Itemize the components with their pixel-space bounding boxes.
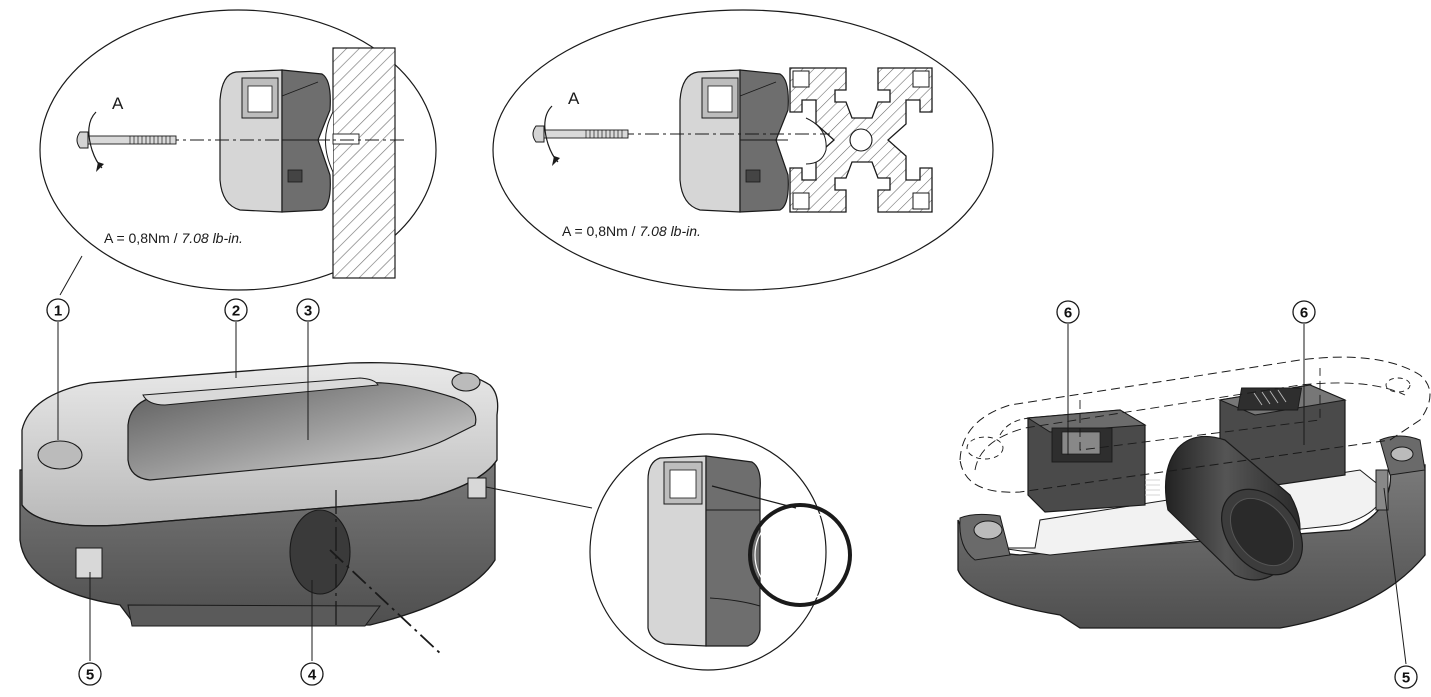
callout-4: 4 <box>300 662 324 686</box>
callout-1: 1 <box>46 298 70 322</box>
detail-wall-mount: A A = 0,8Nm / 7.08 lb-in. <box>39 9 437 296</box>
svg-text:6: 6 <box>1300 305 1308 322</box>
leader-to-cable-detail <box>485 486 593 509</box>
callout-5-left: 5 <box>78 662 102 686</box>
mounting-hole-left <box>37 440 83 470</box>
svg-text:2: 2 <box>232 303 240 320</box>
label-plate <box>142 377 379 406</box>
device-closed <box>19 362 593 656</box>
svg-text:1: 1 <box>54 303 62 320</box>
mounting-hole-right <box>451 372 481 392</box>
rotation-label-left: A <box>112 94 124 113</box>
callout-leaders <box>57 322 1407 665</box>
svg-text:6: 6 <box>1064 305 1072 322</box>
rj-connector-left <box>1026 409 1160 513</box>
open-lower-tray <box>957 464 1426 629</box>
cable-loop <box>748 503 852 607</box>
leader-to-detail-left <box>59 255 83 296</box>
latch-clip-right <box>467 477 487 499</box>
screw-left <box>76 131 177 149</box>
svg-text:5: 5 <box>86 667 94 684</box>
detail-profile-mount: A A = 0,8Nm / 7.08 lb-in. <box>492 9 994 291</box>
cable-axis-diagonal <box>329 549 443 656</box>
torque-spec-right: A = 0,8Nm / 7.08 lb-in. <box>562 223 701 239</box>
callout-5-right: 5 <box>1394 665 1418 689</box>
cable-grommet <box>289 509 351 595</box>
aluminium-profile <box>789 67 933 213</box>
latch-clip-left <box>75 547 103 579</box>
device-open <box>957 356 1431 629</box>
ghost-lid-outline <box>959 356 1431 493</box>
torque-spec-left: A = 0,8Nm / 7.08 lb-in. <box>104 230 243 246</box>
device-side-view-right <box>679 69 789 213</box>
cable-cylinder <box>1164 435 1303 581</box>
screw-right <box>532 125 629 143</box>
callout-2: 2 <box>224 298 248 322</box>
hatched-wall <box>332 47 396 279</box>
screw-hole <box>332 133 360 145</box>
svg-text:4: 4 <box>308 667 317 684</box>
rotation-label-right: A <box>568 89 580 108</box>
callout-6-right: 6 <box>1292 300 1316 324</box>
callout-6-left: 6 <box>1056 300 1080 324</box>
svg-text:5: 5 <box>1402 670 1410 687</box>
callout-3: 3 <box>296 298 320 322</box>
svg-text:3: 3 <box>304 303 312 320</box>
device-side-view-left <box>219 69 331 213</box>
detail-cable-circle <box>589 433 852 671</box>
